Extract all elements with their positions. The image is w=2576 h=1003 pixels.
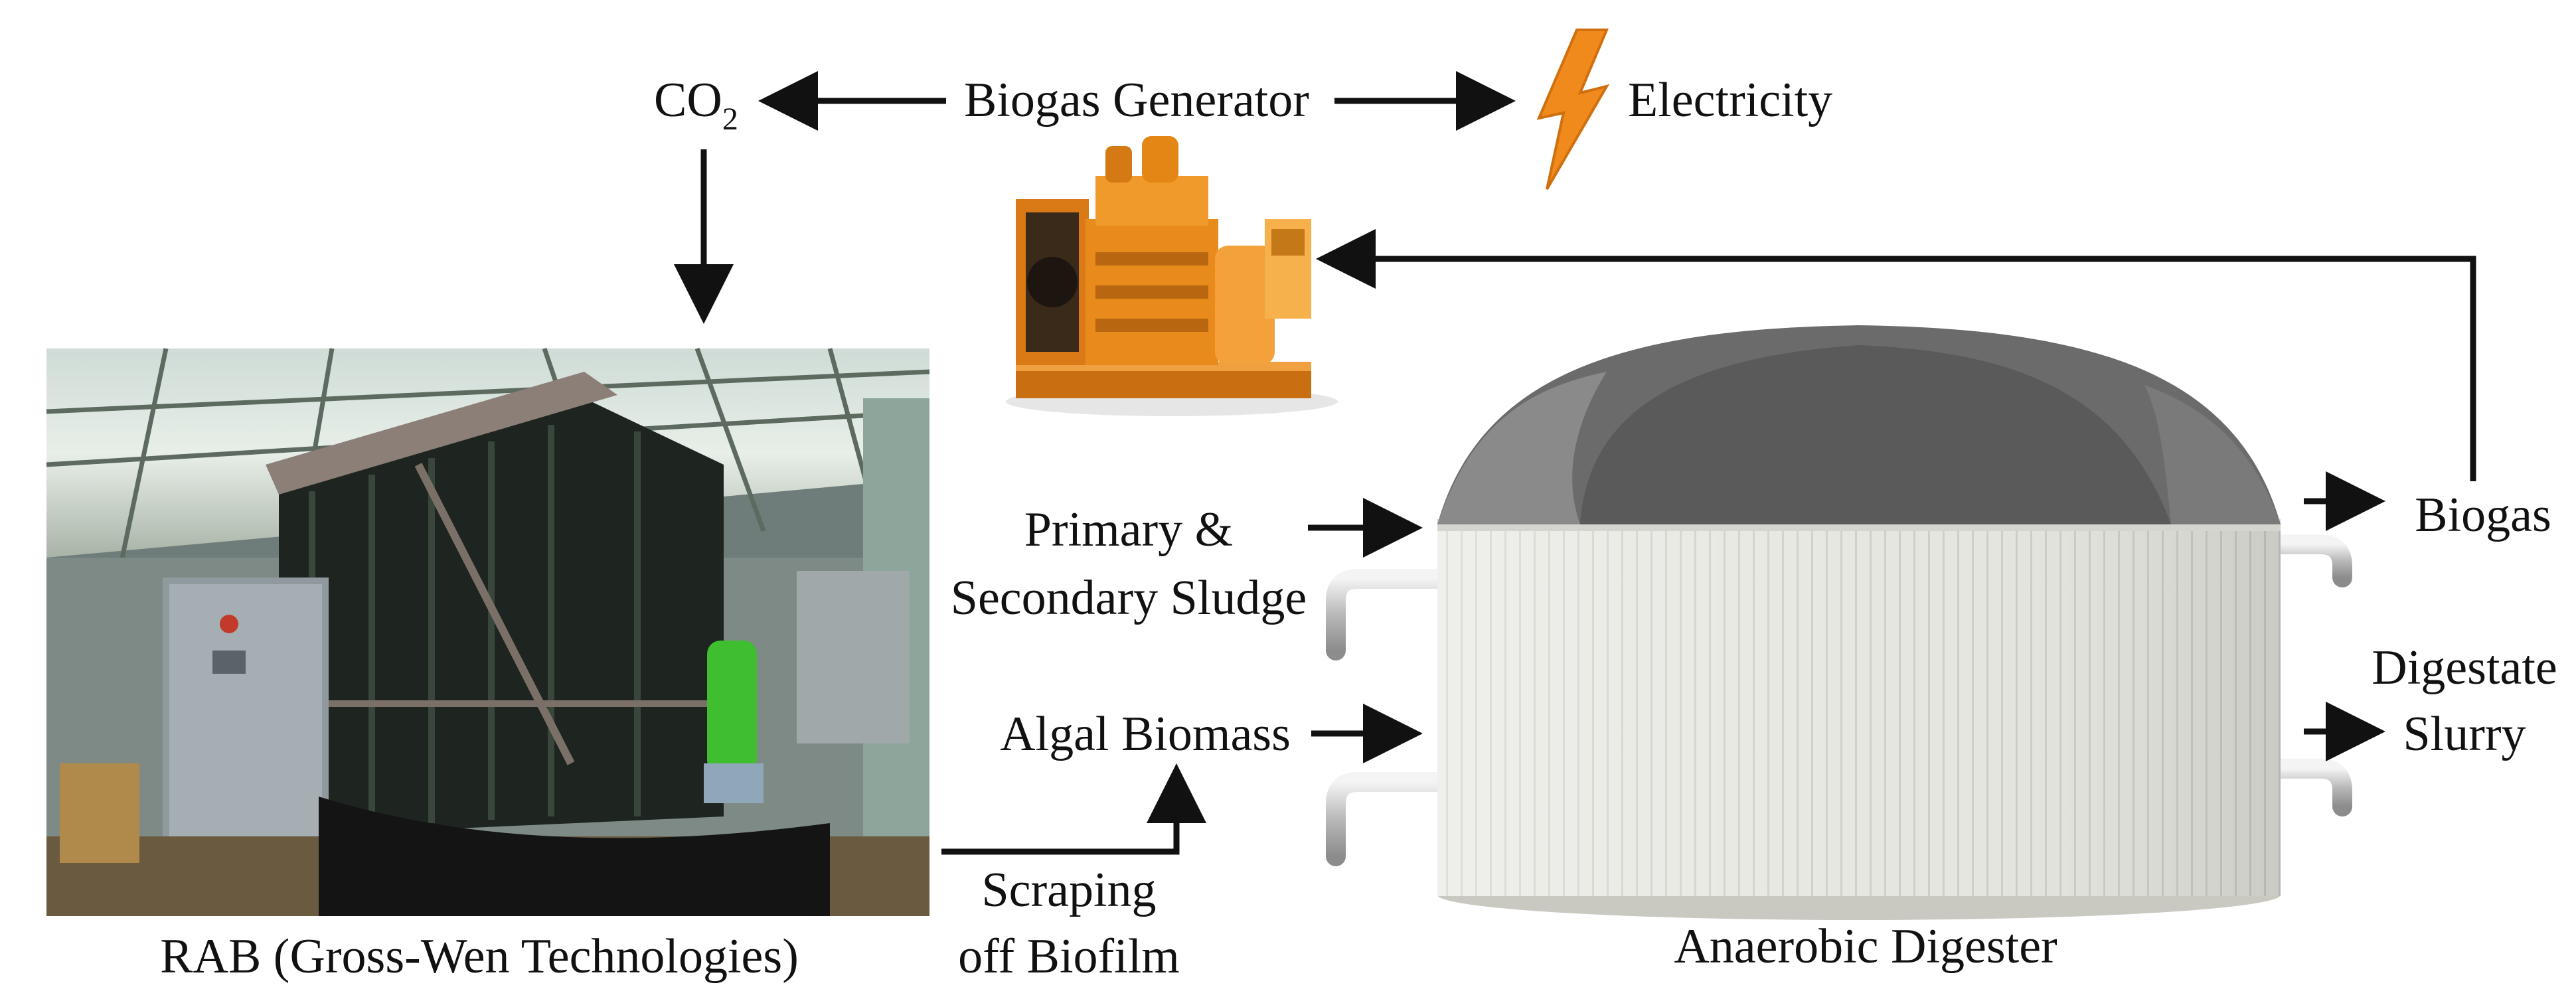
biogas-generator-label: Biogas Generator bbox=[964, 73, 1309, 127]
diesel-generator-icon bbox=[1006, 136, 1338, 416]
electricity-label: Electricity bbox=[1628, 73, 1832, 127]
algal-biomass-label: Algal Biomass bbox=[1000, 707, 1291, 761]
arrow-biogas-to-generator bbox=[1316, 229, 2476, 481]
primary-sludge-label-line2: Secondary Sludge bbox=[951, 571, 1307, 625]
digestate-label-line2: Slurry bbox=[2403, 707, 2526, 761]
co2-label: CO2 bbox=[654, 73, 738, 137]
primary-sludge-label-line1: Primary & bbox=[1024, 502, 1233, 557]
scraping-label-line2: off Biofilm bbox=[958, 929, 1180, 984]
lightning-bolt-icon bbox=[1536, 29, 1610, 191]
digestate-label-line1: Digestate bbox=[2372, 641, 2557, 695]
anaerobic-digester-tank bbox=[1326, 325, 2352, 920]
arrow-scraping-to-algal-biomass bbox=[941, 763, 1206, 855]
scraping-label-line1: Scraping bbox=[981, 863, 1156, 917]
rab-caption: RAB (Gross-Wen Technologies) bbox=[160, 929, 799, 984]
revolving-algal-biofilm-photo bbox=[46, 347, 930, 916]
digester-caption: Anaerobic Digester bbox=[1674, 919, 2057, 974]
biogas-label: Biogas bbox=[2415, 488, 2551, 542]
